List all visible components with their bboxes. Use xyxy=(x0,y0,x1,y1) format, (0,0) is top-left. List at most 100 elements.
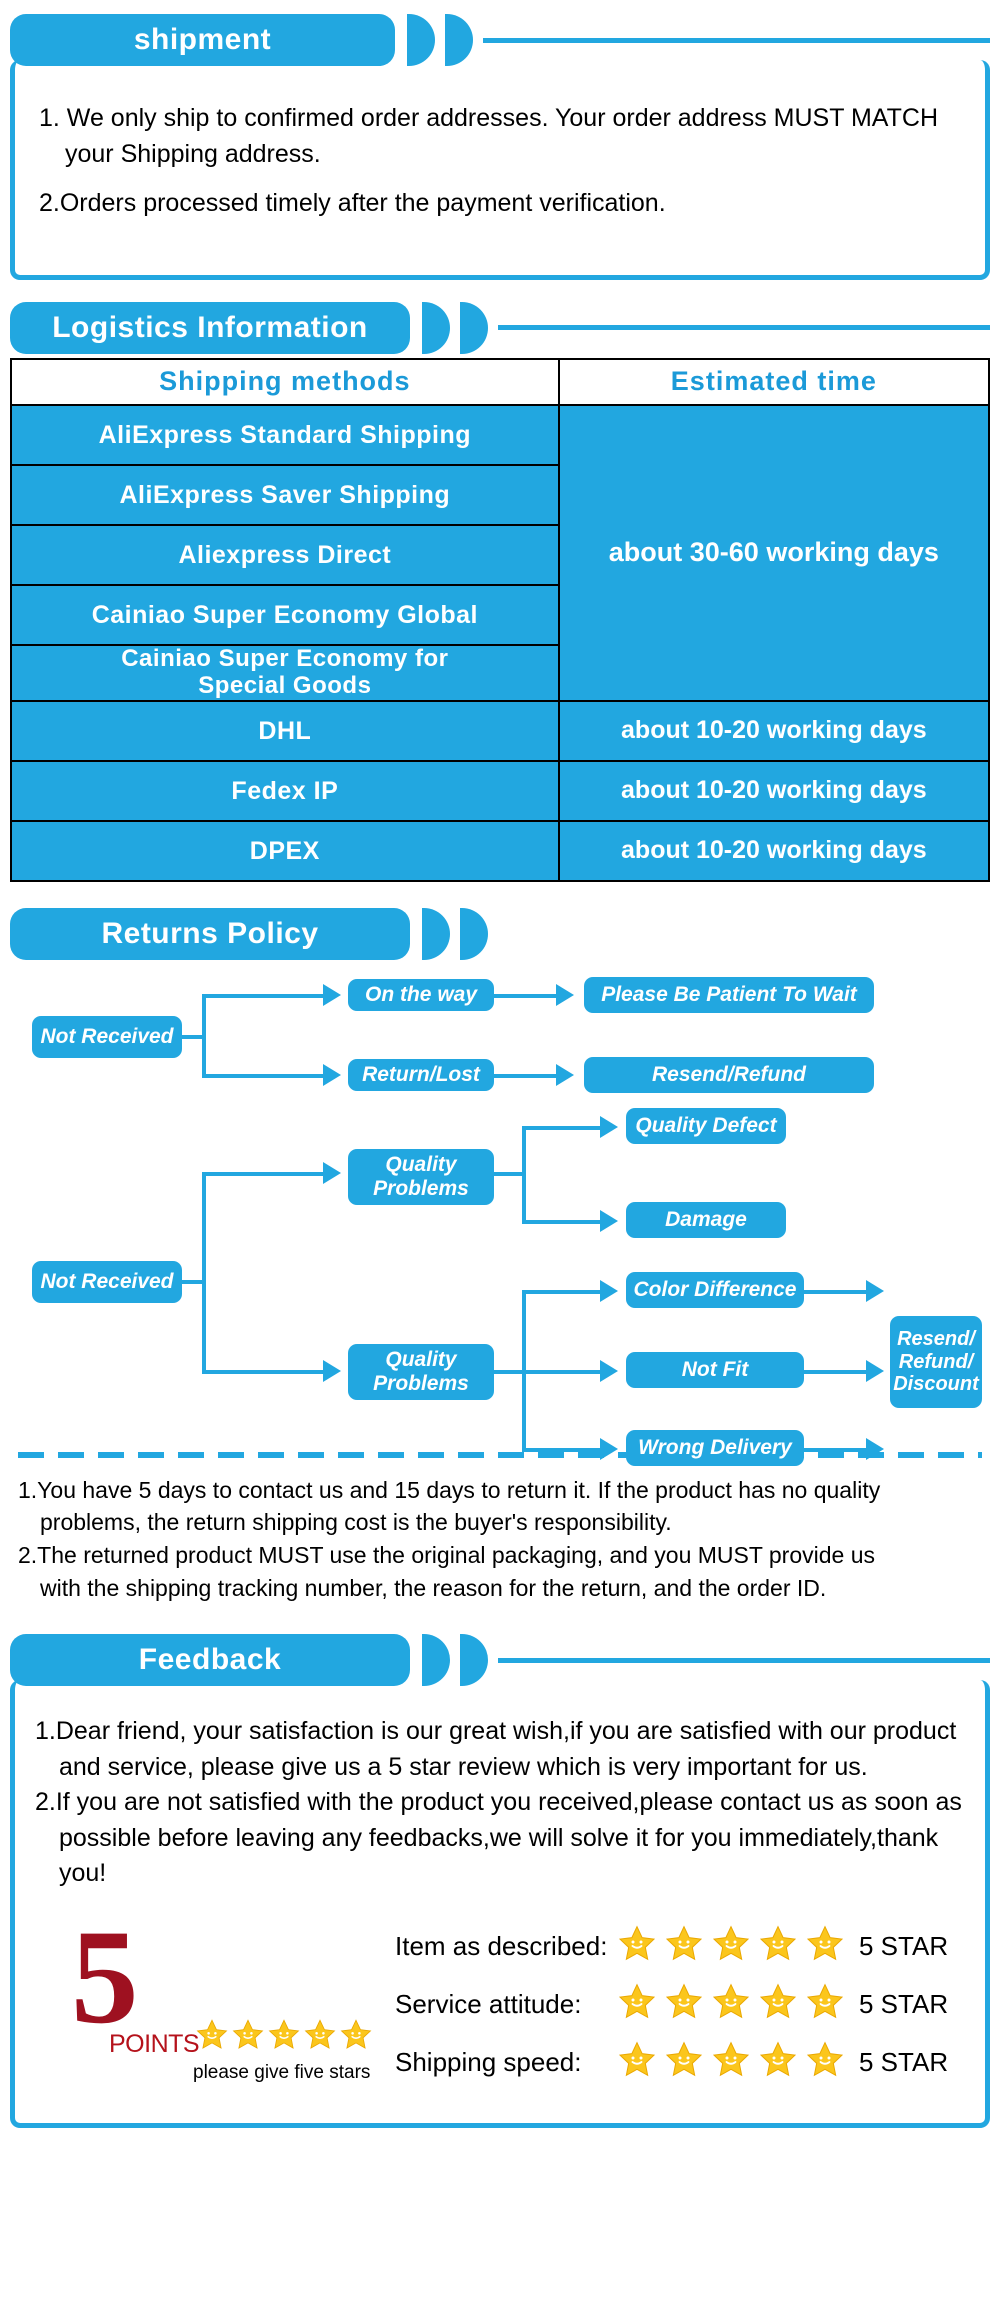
returns-note-2-cont: with the shipping tracking number, the r… xyxy=(40,1574,827,1601)
flow-connector xyxy=(522,1447,604,1452)
flow2-branch-a-node-1: Quality Defect xyxy=(626,1107,786,1144)
flow-arrow-icon xyxy=(866,1359,884,1382)
banner-pill-2-icon xyxy=(460,1634,488,1687)
star-icon xyxy=(664,1982,704,2027)
cell-method: DHL xyxy=(10,699,560,762)
flow-connector xyxy=(182,1034,204,1039)
flow2-branch-b-node-2: Not Fit xyxy=(626,1351,804,1388)
feedback-section: Feedback 1.Dear friend, your satisfactio… xyxy=(0,1634,1000,2128)
flow-connector xyxy=(522,1127,526,1224)
rating-stars xyxy=(617,2040,845,2085)
flow1-mid-node-1: On the way xyxy=(348,978,494,1011)
shipment-body-box: 1. We only ship to confirmed order addre… xyxy=(10,60,990,280)
feedback-title: Feedback xyxy=(10,1634,410,1687)
flow2-branch-b-node-3: Wrong Delivery xyxy=(626,1429,804,1466)
flow-connector xyxy=(522,1369,604,1374)
flow2-mid-node-1: Quality Problems xyxy=(348,1148,494,1205)
flow-connector xyxy=(522,1125,604,1130)
rating-row: Shipping speed: 5 STAR xyxy=(395,2034,965,2092)
cell-time-grouped: about 30-60 working days xyxy=(557,403,991,702)
col-header-method: Shipping methods xyxy=(10,357,560,406)
banner-pill-1-icon xyxy=(422,1634,450,1687)
flow-connector xyxy=(804,1289,870,1294)
rating-label: Service attitude: xyxy=(395,1989,582,2020)
star-icon xyxy=(805,1924,845,1969)
badge-caption: please give five stars xyxy=(193,2061,371,2083)
banner-pill-2-icon xyxy=(460,907,488,960)
flow-arrow-icon xyxy=(323,1359,341,1382)
star-icon xyxy=(805,2040,845,2085)
feedback-line-4: possible before leaving any feedbacks,we… xyxy=(59,1823,939,1888)
table-row: Aliexpress Direct xyxy=(10,523,989,586)
table-header-row: Shipping methods Estimated time xyxy=(10,357,991,406)
flow-arrow-icon xyxy=(323,983,341,1006)
flow-arrow-icon xyxy=(323,1161,341,1184)
flow2-start-node: Not Received xyxy=(32,1260,182,1303)
logistics-banner: Logistics Information xyxy=(10,301,990,354)
rating-area: 5 POINTS xyxy=(35,1902,965,2105)
flow-connector xyxy=(804,1447,870,1452)
rating-label: Shipping speed: xyxy=(395,2047,582,2078)
star-icon xyxy=(758,1924,798,1969)
table-row: DPEX about 10-20 working days xyxy=(10,819,991,882)
star-icon xyxy=(339,2018,373,2057)
flow2-mid-node-2: Quality Problems xyxy=(348,1343,494,1400)
cell-time: about 10-20 working days xyxy=(557,819,991,882)
rating-stars xyxy=(617,1924,845,1969)
banner-rule xyxy=(498,1657,990,1663)
flow-arrow-icon xyxy=(556,1063,574,1086)
flow-connector xyxy=(494,1073,560,1078)
banner-pill-1-icon xyxy=(422,301,450,354)
banner-pill-2-icon xyxy=(445,14,473,66)
rating-label: Item as described: xyxy=(395,1931,608,1962)
flow-arrow-icon xyxy=(323,1063,341,1086)
returns-flowchart-2: Not Received Quality Problems Quality Pr… xyxy=(10,1107,990,1466)
star-icon xyxy=(617,1924,657,1969)
product-info-page: shipment 1. We only ship to confirmed or… xyxy=(0,14,1000,2186)
flow1-mid-node-2: Return/Lost xyxy=(348,1058,494,1091)
shipment-title: shipment xyxy=(10,14,395,66)
cell-method: Aliexpress Direct xyxy=(10,523,560,586)
star-icon xyxy=(617,2040,657,2085)
logistics-title: Logistics Information xyxy=(10,301,410,354)
banner-pill-2-icon xyxy=(460,301,488,354)
table-row: AliExpress Standard Shipping about 30-60… xyxy=(10,403,991,702)
badge-points-label: POINTS xyxy=(109,2029,200,2058)
cell-method: AliExpress Saver Shipping xyxy=(10,463,560,526)
cell-method: DPEX xyxy=(10,819,560,882)
feedback-line-1: 1.Dear friend, your satisfaction is our … xyxy=(35,1717,957,1746)
flow-connector xyxy=(202,1171,327,1176)
shipment-line-2: your Shipping address. xyxy=(65,140,321,169)
feedback-body-box: 1.Dear friend, your satisfaction is our … xyxy=(10,1680,990,2128)
star-icon xyxy=(758,1982,798,2027)
flow-connector xyxy=(202,1369,327,1374)
badge-number: 5 xyxy=(71,1902,139,2052)
dashed-divider xyxy=(18,1451,982,1458)
flow-connector xyxy=(202,993,327,998)
table-row: DHL about 10-20 working days xyxy=(10,699,991,762)
rating-row: Service attitude: 5 STAR xyxy=(395,1976,965,2034)
shipment-line-1: 1. We only ship to confirmed order addre… xyxy=(39,104,938,132)
flow2-branch-a-node-2: Damage xyxy=(626,1201,786,1238)
flow2-branch-b-node-1: Color Difference xyxy=(626,1271,804,1308)
logistics-table: Shipping methods Estimated time AliExpre… xyxy=(10,357,991,882)
cell-method: AliExpress Standard Shipping xyxy=(10,403,560,466)
flow-connector xyxy=(494,993,560,998)
rating-row: Item as described: 5 STAR xyxy=(395,1918,965,1976)
feedback-banner: Feedback xyxy=(10,1634,990,1687)
flow-connector xyxy=(202,1173,206,1374)
flow-connector xyxy=(804,1369,870,1374)
flow-arrow-icon xyxy=(600,1115,618,1138)
table-row: Fedex IP about 10-20 working days xyxy=(10,759,991,822)
returns-section: Returns Policy Not Received On the way R… xyxy=(0,907,1000,1605)
returns-flowchart-1: Not Received On the way Return/Lost Plea… xyxy=(10,976,990,1106)
returns-note-2: 2.The returned product MUST use the orig… xyxy=(18,1542,876,1569)
five-points-badge: 5 POINTS xyxy=(35,1902,395,2093)
star-icon xyxy=(303,2018,337,2057)
flow-arrow-icon xyxy=(866,1279,884,1302)
flow-connector xyxy=(182,1279,204,1284)
flow2-final-node: Resend/ Refund/ Discount xyxy=(890,1315,982,1408)
flow-arrow-icon xyxy=(600,1209,618,1232)
cell-method: Cainiao Super Economy for Special Goods xyxy=(10,643,560,702)
rating-value: 5 STAR xyxy=(859,1989,949,2020)
